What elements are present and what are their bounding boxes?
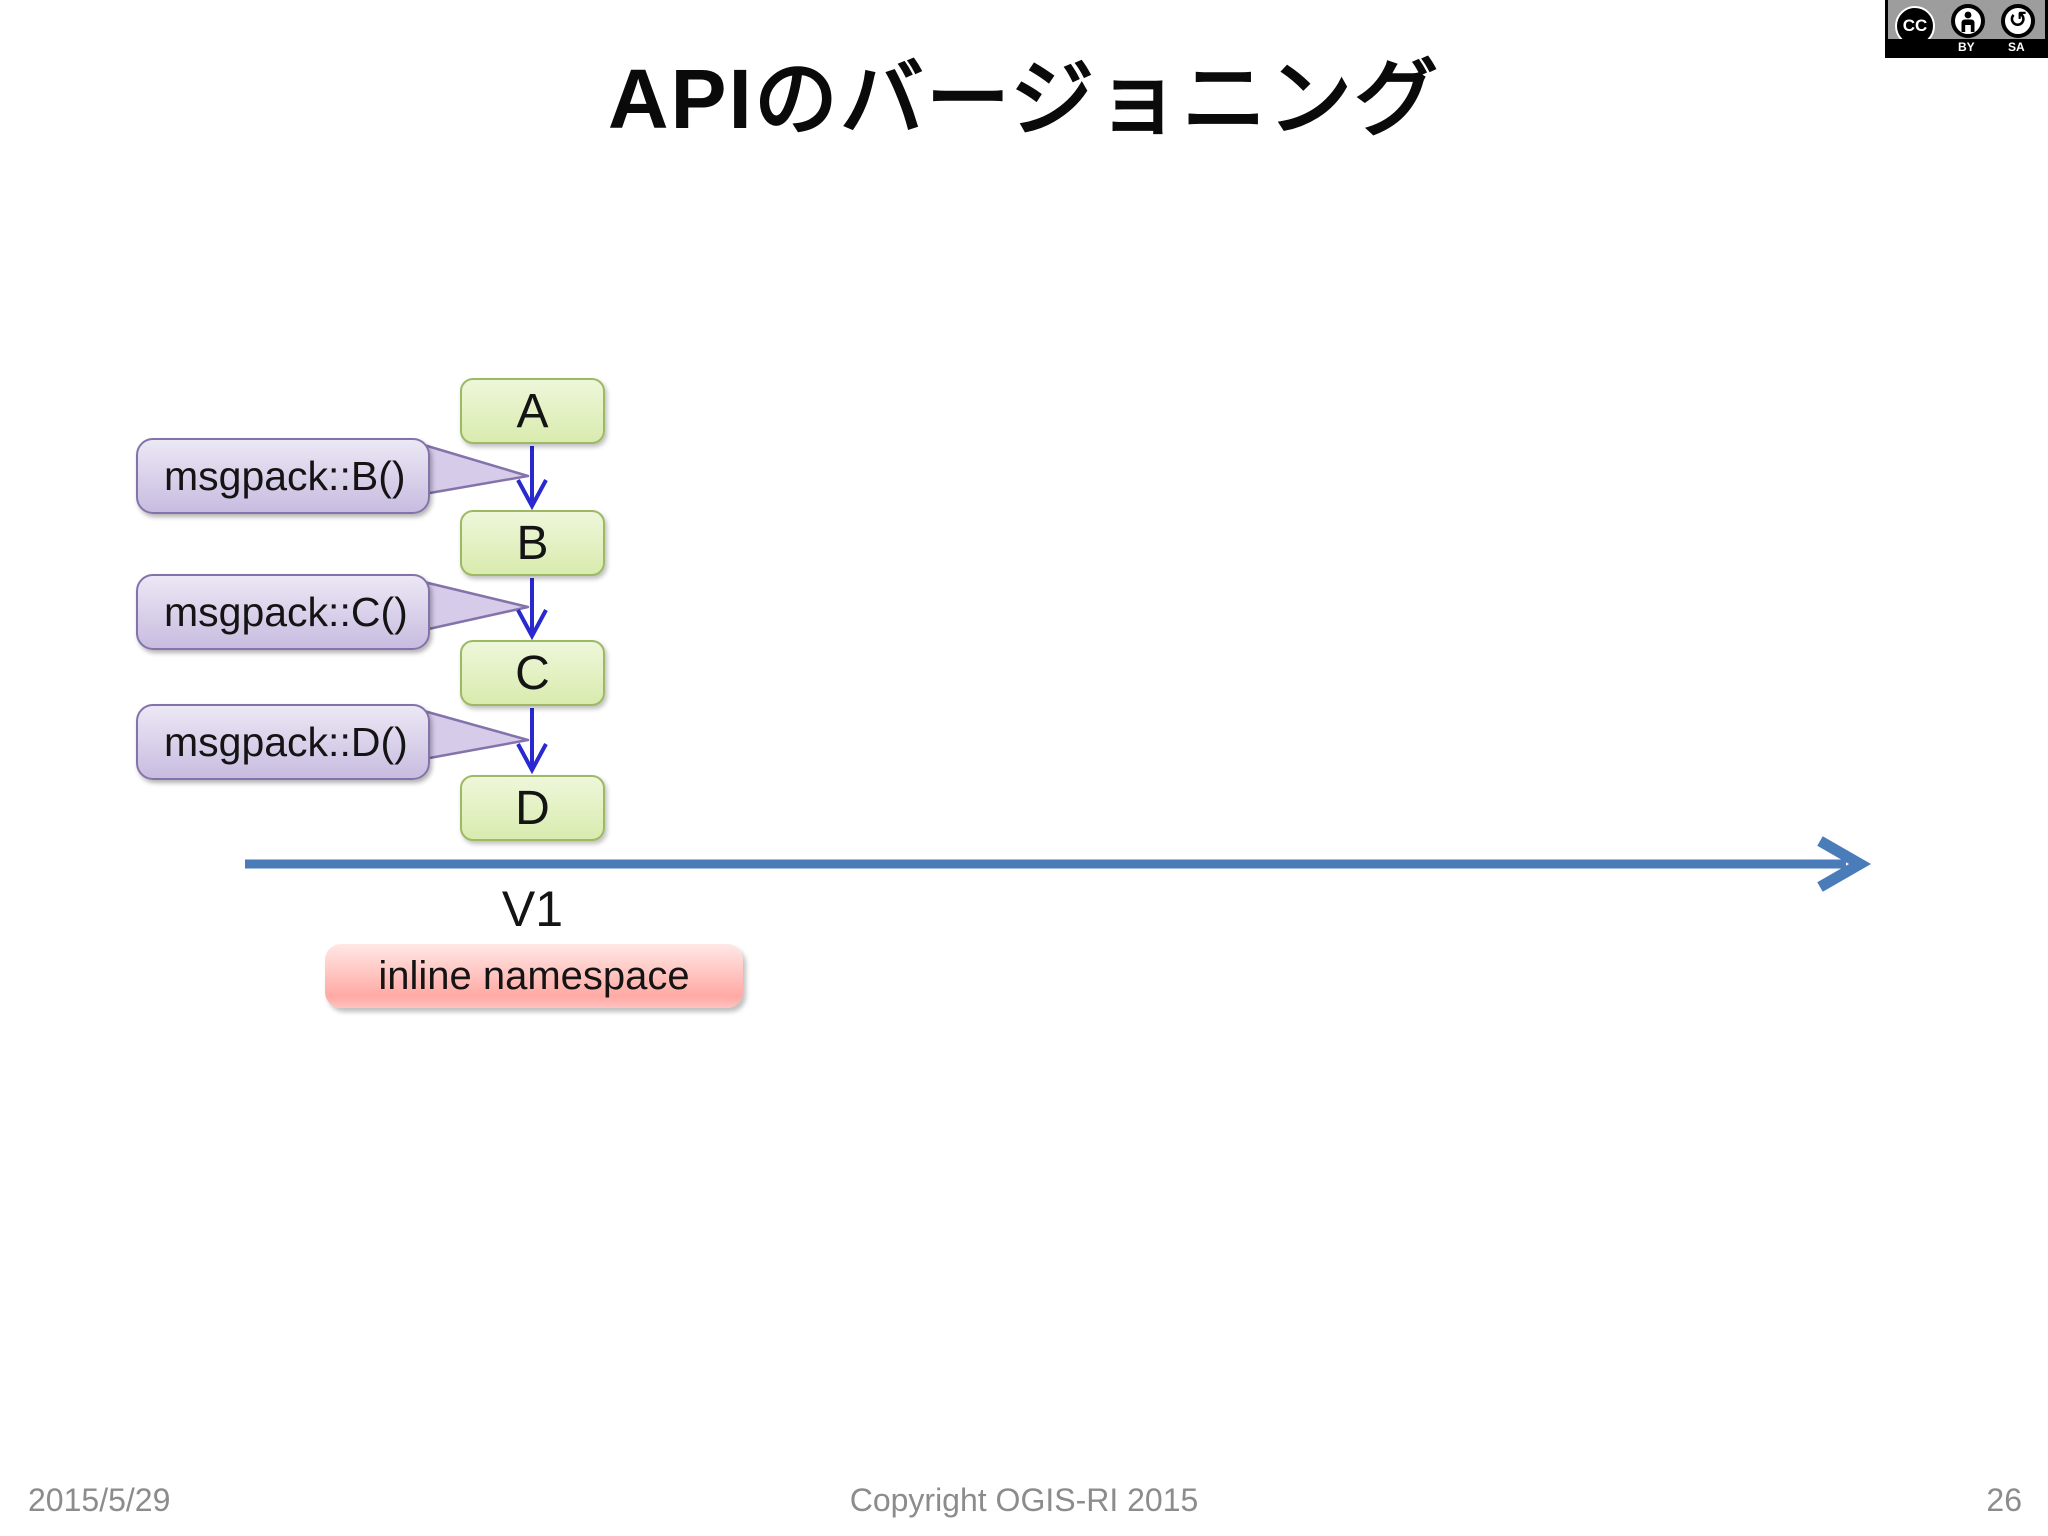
inline-namespace-label: inline namespace bbox=[378, 953, 690, 998]
cc-label-strip: BY SA bbox=[1888, 39, 2045, 55]
callout-msgpack-b: msgpack::B() bbox=[136, 438, 430, 514]
cc-icon-text: CC bbox=[1902, 16, 1928, 35]
callout-msgpack-c-label: msgpack::C() bbox=[164, 588, 408, 635]
node-c: C bbox=[460, 640, 605, 706]
node-b-label: B bbox=[516, 516, 549, 570]
person-glyph bbox=[1961, 11, 1975, 32]
callout-msgpack-d-label: msgpack::D() bbox=[164, 718, 408, 765]
node-d: D bbox=[460, 775, 605, 841]
arrow-a-to-b bbox=[516, 446, 548, 511]
arrow-b-to-c bbox=[516, 578, 548, 641]
callout-b-pointer bbox=[422, 443, 530, 496]
slide-footer: 2015/5/29 Copyright OGIS-RI 2015 26 bbox=[0, 1482, 2048, 1526]
callout-d-pointer bbox=[422, 709, 530, 761]
node-d-label: D bbox=[515, 781, 550, 835]
node-a: A bbox=[460, 378, 605, 444]
circular-arrow-glyph: ↺ bbox=[2008, 7, 2028, 32]
timeline-version-label: V1 bbox=[501, 881, 564, 937]
callout-c-pointer bbox=[422, 580, 530, 632]
cc-by-label: BY bbox=[1958, 40, 1975, 54]
node-c-label: C bbox=[515, 646, 550, 700]
node-b: B bbox=[460, 510, 605, 576]
share-alike-icon: ↺ bbox=[2001, 4, 2035, 38]
slide-title: APIのバージョニング bbox=[607, 52, 1441, 146]
inline-namespace-box: inline namespace bbox=[325, 944, 743, 1008]
attribution-person-icon bbox=[1951, 4, 1985, 38]
cc-icon-row: CC ↺ bbox=[1888, 0, 2045, 46]
cc-license-badge: CC ↺ BY SA bbox=[1885, 0, 2048, 58]
arrow-c-to-d bbox=[516, 708, 548, 775]
callout-msgpack-c: msgpack::C() bbox=[136, 574, 430, 650]
cc-sa-label: SA bbox=[2008, 40, 2025, 54]
node-a-label: A bbox=[516, 384, 549, 438]
callout-msgpack-d: msgpack::D() bbox=[136, 704, 430, 780]
footer-page-number: 26 bbox=[1986, 1482, 2022, 1518]
footer-copyright: Copyright OGIS-RI 2015 bbox=[849, 1482, 1199, 1518]
footer-date: 2015/5/29 bbox=[28, 1482, 171, 1518]
callout-msgpack-b-label: msgpack::B() bbox=[164, 452, 406, 499]
